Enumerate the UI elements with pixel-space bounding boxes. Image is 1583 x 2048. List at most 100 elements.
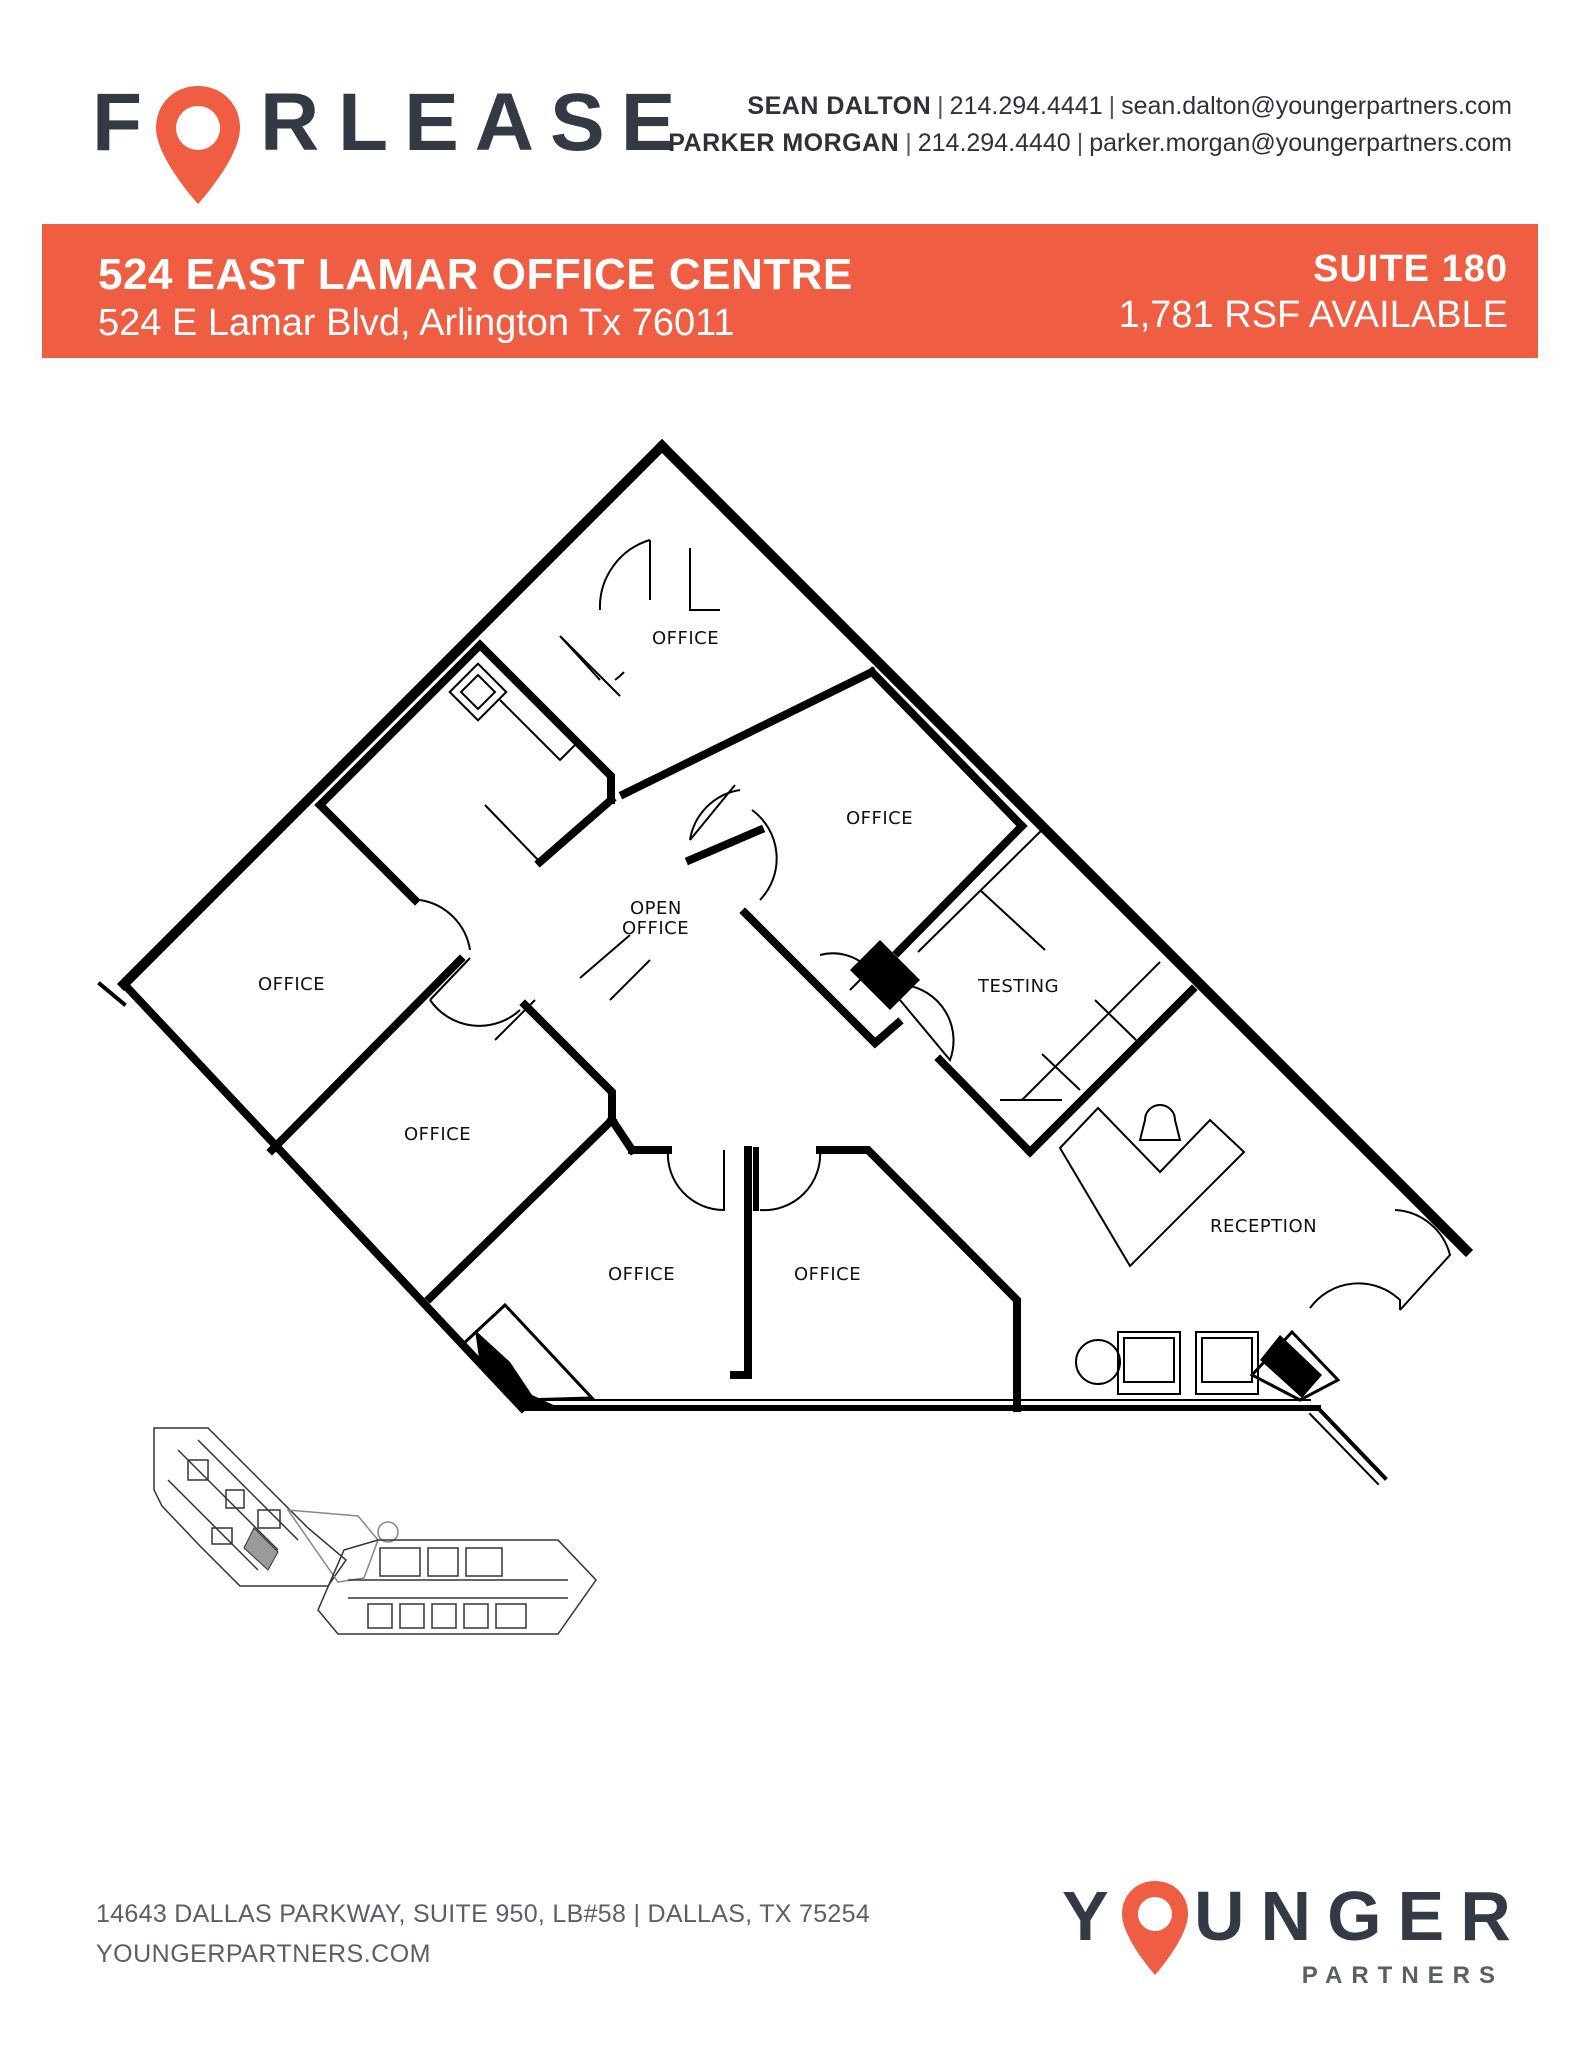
- building-room: [495, 1603, 527, 1629]
- office-bottom-right-wall: [816, 1146, 1021, 1412]
- contact-phone[interactable]: 214.294.4441: [949, 92, 1103, 120]
- location-pin-icon: [1122, 1881, 1188, 1975]
- door-frame: [494, 959, 651, 1041]
- location-pin-icon: [156, 86, 240, 204]
- door-leaf: [579, 934, 631, 979]
- door-swing: [1394, 1209, 1452, 1311]
- counter-line: [499, 699, 581, 762]
- building-room: [463, 1603, 489, 1629]
- testing-partitions: [917, 825, 1161, 1101]
- property-address: 524 E Lamar Blvd, Arlington Tx 76011: [98, 302, 735, 344]
- sink-basin: [459, 673, 497, 711]
- logo-word-partners: PARTNERS: [1301, 1962, 1504, 1989]
- partition: [917, 825, 1047, 953]
- building-room: [379, 1547, 421, 1577]
- door-swing: [899, 984, 955, 1062]
- door-frame: [559, 635, 621, 697]
- younger-partners-logo: Y UNGER PARTNERS: [1062, 1876, 1512, 1996]
- lounge-chair-seat: [1201, 1337, 1253, 1383]
- testing-wall-top: [892, 820, 1028, 958]
- building-room: [399, 1603, 425, 1629]
- room-label-reception: RECEPTION: [1210, 1216, 1317, 1237]
- contact-email[interactable]: parker.morgan@youngerpartners.com: [1089, 129, 1512, 157]
- contact-name: SEAN DALTON: [747, 92, 932, 120]
- building-outline: [317, 1539, 597, 1635]
- door-swings: [419, 539, 1452, 1311]
- office-top-wall: [618, 666, 878, 800]
- reception-furniture: [1058, 1104, 1259, 1395]
- kitchenette: [448, 662, 581, 863]
- rsf-text: RSF AVAILABLE: [1224, 294, 1508, 336]
- wall-corner: [606, 1114, 638, 1156]
- door-swing: [759, 1149, 822, 1212]
- contact-email[interactable]: sean.dalton@youngerpartners.com: [1121, 92, 1512, 120]
- door-swing: [614, 671, 625, 681]
- door-swing: [689, 789, 741, 841]
- lounge-chair-seat: [1123, 1337, 1175, 1383]
- office-bottom-divider: [730, 1146, 752, 1379]
- outer-wall-southwest: [118, 978, 528, 1414]
- building-key-plan: [153, 1427, 597, 1635]
- building-room: [367, 1603, 393, 1629]
- footer-address: 14643 DALLAS PARKWAY, SUITE 950, LB#58 |…: [96, 1900, 871, 1928]
- entry-wall-inner: [1308, 1412, 1380, 1486]
- building-room: [465, 1547, 503, 1577]
- floor-plan: OFFICE OFFICE OPEN OFFICE OFFICE OFFICE …: [97, 438, 1474, 1486]
- building-room: [211, 1527, 233, 1545]
- contact-row: PARKER MORGAN|214.294.4440|parker.morgan…: [668, 125, 1512, 162]
- partition: [1094, 999, 1137, 1041]
- logo-letter-f: F: [92, 77, 155, 168]
- building-line: [197, 1439, 299, 1541]
- suite-number: SUITE 180: [1313, 248, 1508, 290]
- contact-name: PARKER MORGAN: [668, 129, 900, 157]
- columns: [475, 940, 1322, 1408]
- room-label-office: OFFICE: [794, 1264, 861, 1285]
- logo-letter-y: Y: [1062, 1877, 1125, 1955]
- office-left-wall-top: [314, 799, 421, 906]
- kitchen-wall-bottom: [534, 794, 617, 868]
- property-banner: 524 EAST LAMAR OFFICE CENTRE 524 E Lamar…: [42, 224, 1538, 358]
- contact-phone[interactable]: 214.294.4440: [917, 129, 1071, 157]
- counter-line: [484, 804, 541, 863]
- column: [1260, 1335, 1322, 1398]
- room-label-office: OFFICE: [652, 628, 719, 649]
- column: [475, 1330, 560, 1408]
- logo-word-lease: LEASE: [338, 77, 692, 168]
- testing-wall-bottom: [1024, 984, 1198, 1158]
- door-swing: [598, 539, 651, 611]
- footer-website[interactable]: YOUNGERPARTNERS.COM: [96, 1940, 432, 1968]
- room-label-open-office: OPEN: [630, 898, 682, 919]
- outer-wall-northwest: [116, 438, 670, 992]
- wall-stub: [97, 981, 127, 1007]
- reception-desk: [1058, 1106, 1246, 1268]
- partition: [979, 889, 1046, 951]
- connector-circle: [377, 1521, 399, 1543]
- door-swing: [751, 809, 778, 901]
- room-label-office: OFFICE: [608, 1264, 675, 1285]
- testing-wall-left: [934, 1054, 1036, 1158]
- building-room: [427, 1547, 459, 1577]
- room-label-open-office: OFFICE: [622, 918, 689, 939]
- office-door-wall: [684, 824, 766, 866]
- door-swing: [1309, 1282, 1401, 1310]
- separator: |: [905, 129, 912, 157]
- separator: |: [937, 92, 944, 120]
- partition: [1021, 961, 1161, 1101]
- logo-word-unger: UNGER: [1194, 1877, 1527, 1955]
- separator: |: [1076, 129, 1084, 157]
- building-room: [225, 1489, 245, 1509]
- contact-row: SEAN DALTON|214.294.4441|sean.dalton@you…: [668, 88, 1512, 125]
- property-name: 524 EAST LAMAR OFFICE CENTRE: [98, 250, 853, 299]
- door-leaf: [429, 957, 471, 1001]
- kitchen-wall-right: [474, 639, 615, 804]
- building-room: [431, 1603, 457, 1629]
- for-lease-logo: F R LEASE: [92, 77, 675, 204]
- building-room: [187, 1459, 209, 1481]
- room-label-testing: TESTING: [977, 976, 1059, 997]
- sink-icon: [448, 662, 508, 722]
- partition: [1041, 1053, 1081, 1091]
- kitchen-wall-top: [314, 639, 486, 811]
- room-label-office: OFFICE: [404, 1124, 471, 1145]
- office-left-divider: [266, 954, 466, 1156]
- suite-highlight: [243, 1527, 279, 1571]
